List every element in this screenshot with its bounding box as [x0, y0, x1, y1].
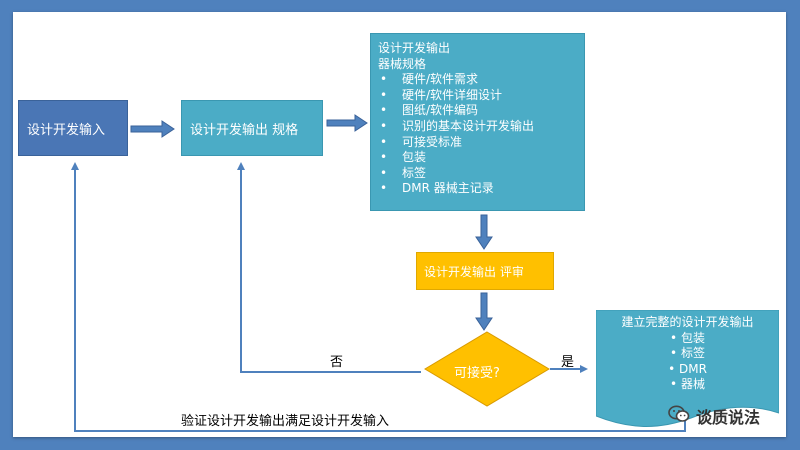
output-box-subtitle: 器械规格: [378, 56, 427, 71]
output-review-box: 设计开发输出 评审: [416, 252, 554, 290]
list-item: DMR 器械主记录: [378, 181, 584, 197]
list-item: 图纸/软件编码: [378, 103, 584, 119]
decision-label: 可接受?: [454, 366, 500, 381]
wechat-icon: [668, 405, 690, 427]
decision-diamond: [424, 331, 550, 407]
yes-label: 是: [561, 355, 575, 370]
output-review-label: 设计开发输出 评审: [424, 264, 524, 279]
arrow-spec-to-output: [326, 114, 368, 132]
design-output-spec-box: 设计开发输出 规格: [181, 100, 323, 156]
verify-label: 验证设计开发输出满足设计开发输入: [181, 414, 390, 429]
complete-output-document: 建立完整的设计开发输出 包装 标签 DMR 器械: [596, 310, 779, 427]
no-label: 否: [330, 355, 344, 370]
output-item-list: 硬件/软件需求 硬件/软件详细设计 图纸/软件编码 识别的基本设计开发输出 可接…: [378, 72, 584, 197]
arrow-verify-loop: [71, 162, 686, 432]
list-item: DMR: [596, 362, 779, 378]
arrow-output-to-review: [475, 214, 493, 250]
watermark-text: 谈质说法: [696, 408, 761, 427]
list-item: 标签: [596, 346, 779, 362]
list-item: 硬件/软件详细设计: [378, 88, 584, 104]
list-item: 硬件/软件需求: [378, 72, 584, 88]
arrow-input-to-spec: [130, 120, 175, 138]
connector-layer: [71, 114, 686, 432]
list-item: 包装: [378, 150, 584, 166]
list-item: 包装: [596, 331, 779, 347]
list-item: 可接受标准: [378, 135, 584, 151]
arrow-review-to-decision: [475, 292, 493, 331]
design-input-label: 设计开发输入: [27, 122, 106, 138]
document-text: 建立完整的设计开发输出 包装 标签 DMR 器械: [596, 315, 779, 393]
design-output-spec-label: 设计开发输出 规格: [190, 122, 299, 138]
document-title: 建立完整的设计开发输出: [621, 315, 754, 329]
output-box-title: 设计开发输出: [378, 41, 451, 55]
watermark: 谈质说法: [668, 404, 760, 428]
list-item: 识别的基本设计开发输出: [378, 119, 584, 135]
slide-canvas: 设计开发输入 设计开发输出 规格 设计开发输出 器械规格 硬件/软件需求 硬件/…: [13, 12, 786, 437]
design-output-detail-box: 设计开发输出 器械规格 硬件/软件需求 硬件/软件详细设计 图纸/软件编码 识别…: [370, 33, 585, 211]
arrow-no-loop: [237, 162, 421, 373]
list-item: 标签: [378, 166, 584, 182]
design-input-box: 设计开发输入: [18, 100, 128, 156]
list-item: 器械: [596, 377, 779, 393]
document-item-list: 包装 标签 DMR 器械: [596, 331, 779, 393]
